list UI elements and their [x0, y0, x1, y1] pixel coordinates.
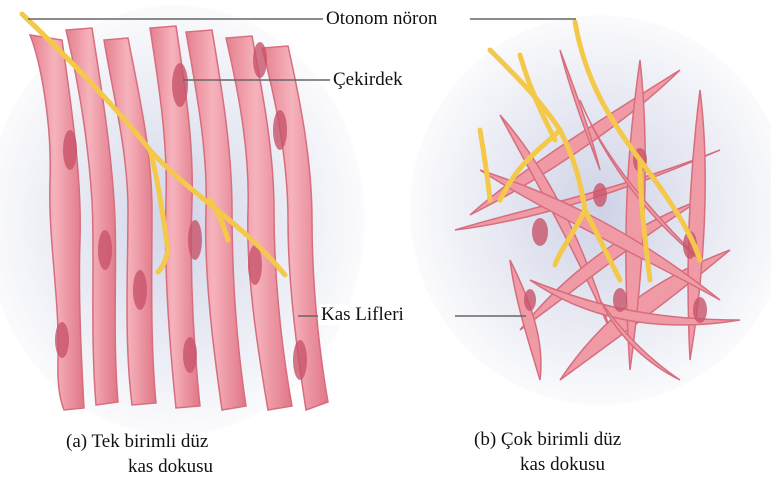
nucleus: [188, 220, 202, 260]
label-nucleus: Çekirdek: [331, 69, 405, 90]
nucleus: [273, 110, 287, 150]
caption-b-line2: kas dokusu: [520, 453, 605, 477]
caption-b-line1: (b) Çok birimli düz: [474, 428, 621, 452]
nucleus: [532, 218, 548, 246]
nucleus: [524, 289, 536, 311]
nucleus: [63, 130, 77, 170]
nucleus: [98, 230, 112, 270]
nucleus: [693, 297, 707, 323]
nucleus: [172, 63, 188, 107]
label-autonomic-neuron: Otonom nöron: [324, 8, 439, 29]
nucleus: [133, 270, 147, 310]
caption-a-line1: (a) Tek birimli düz: [66, 430, 208, 454]
nucleus: [613, 288, 627, 312]
label-muscle-fibers: Kas Lifleri: [319, 304, 406, 325]
nucleus: [183, 337, 197, 373]
nucleus: [593, 183, 607, 207]
nucleus: [293, 340, 307, 380]
nucleus: [55, 322, 69, 358]
caption-a-line2: kas dokusu: [128, 455, 213, 479]
nucleus: [253, 42, 267, 78]
